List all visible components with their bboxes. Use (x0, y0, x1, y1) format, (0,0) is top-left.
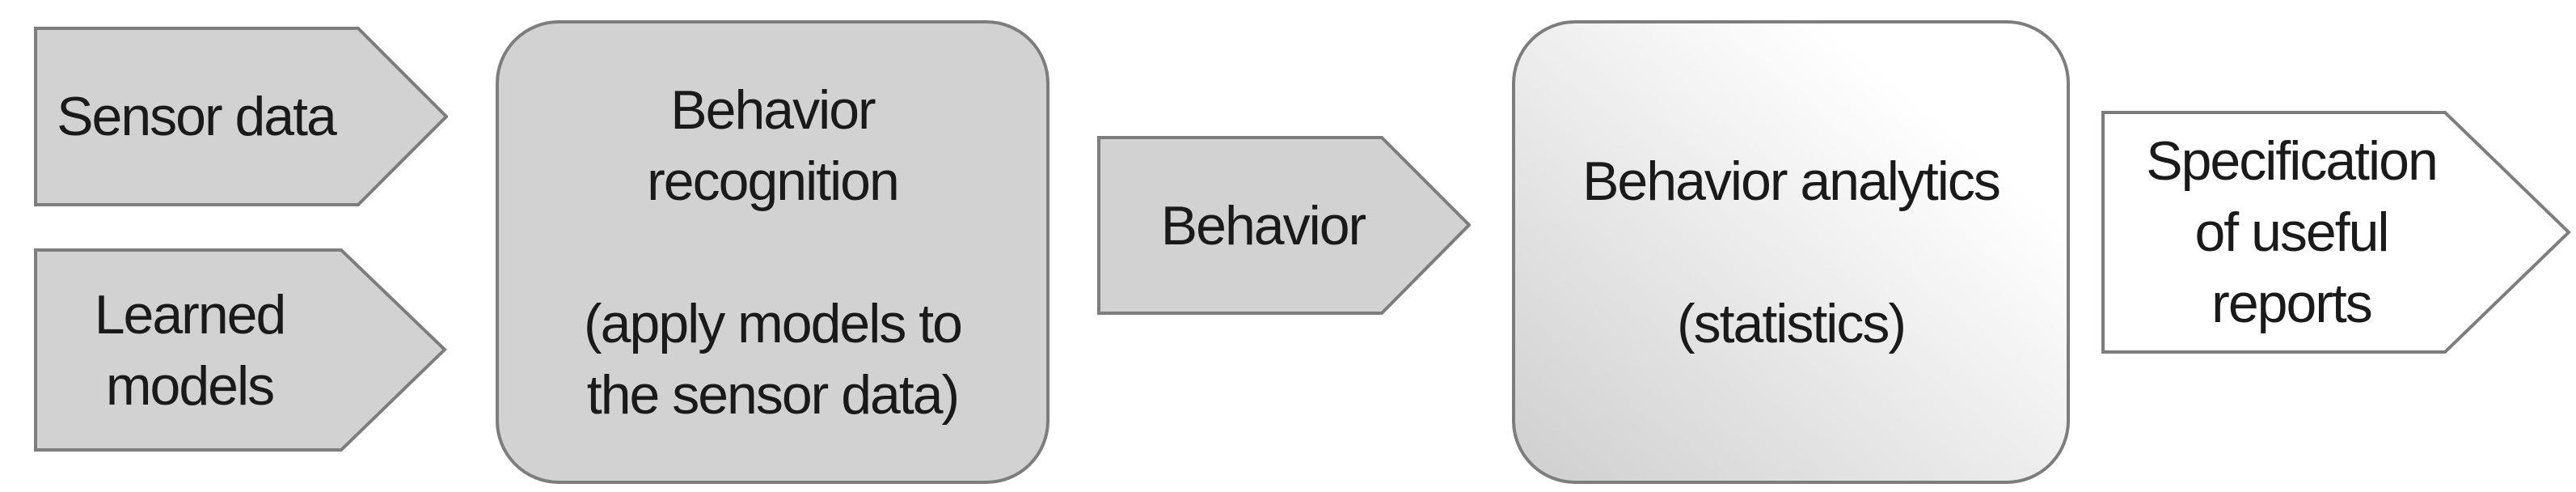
node-label-line: Sensor data (57, 86, 337, 147)
node-label-line: Behavior (1160, 194, 1366, 257)
node-behavior-analytics: Behavior analytics (statistics) (1512, 20, 2070, 484)
sensor-data-arrow-shape (34, 27, 448, 206)
node-label-line: reports (2211, 273, 2373, 334)
behavior-arrow-shape (1097, 136, 1471, 315)
node-label-line: recognition (647, 150, 900, 212)
node-label-line: Behavior (670, 78, 876, 141)
node-label-line: models (105, 354, 275, 417)
behavior-recognition-box-shape (496, 20, 1049, 484)
learned-models-arrow-shape (34, 248, 447, 452)
node-label-line: of useful (2194, 201, 2389, 263)
node-label-line: Behavior analytics (1582, 150, 2001, 212)
arrow-pentagon-icon (1097, 136, 1471, 315)
arrow-pentagon-icon (2101, 111, 2571, 354)
specification-arrow-shape (2101, 111, 2571, 354)
arrow-pentagon-icon (34, 248, 447, 452)
node-label-line: Learned (94, 283, 287, 346)
node-sensor-data: Sensor data (34, 27, 358, 206)
node-label-line: (apply models to (584, 292, 963, 354)
node-behavior: Behavior (1097, 136, 1429, 315)
node-behavior-recognition: Behavior recognition (apply models to th… (496, 20, 1049, 484)
behavior-analytics-box-shape (1512, 20, 2070, 484)
node-learned-models: Learned models (34, 248, 345, 452)
node-specification: Specification of useful reports (2101, 111, 2481, 354)
node-label-line: the sensor data) (586, 363, 960, 426)
node-label-line: Specification (2146, 130, 2439, 192)
arrow-pentagon-icon (34, 27, 448, 206)
node-label-line: (statistics) (1677, 292, 1907, 354)
